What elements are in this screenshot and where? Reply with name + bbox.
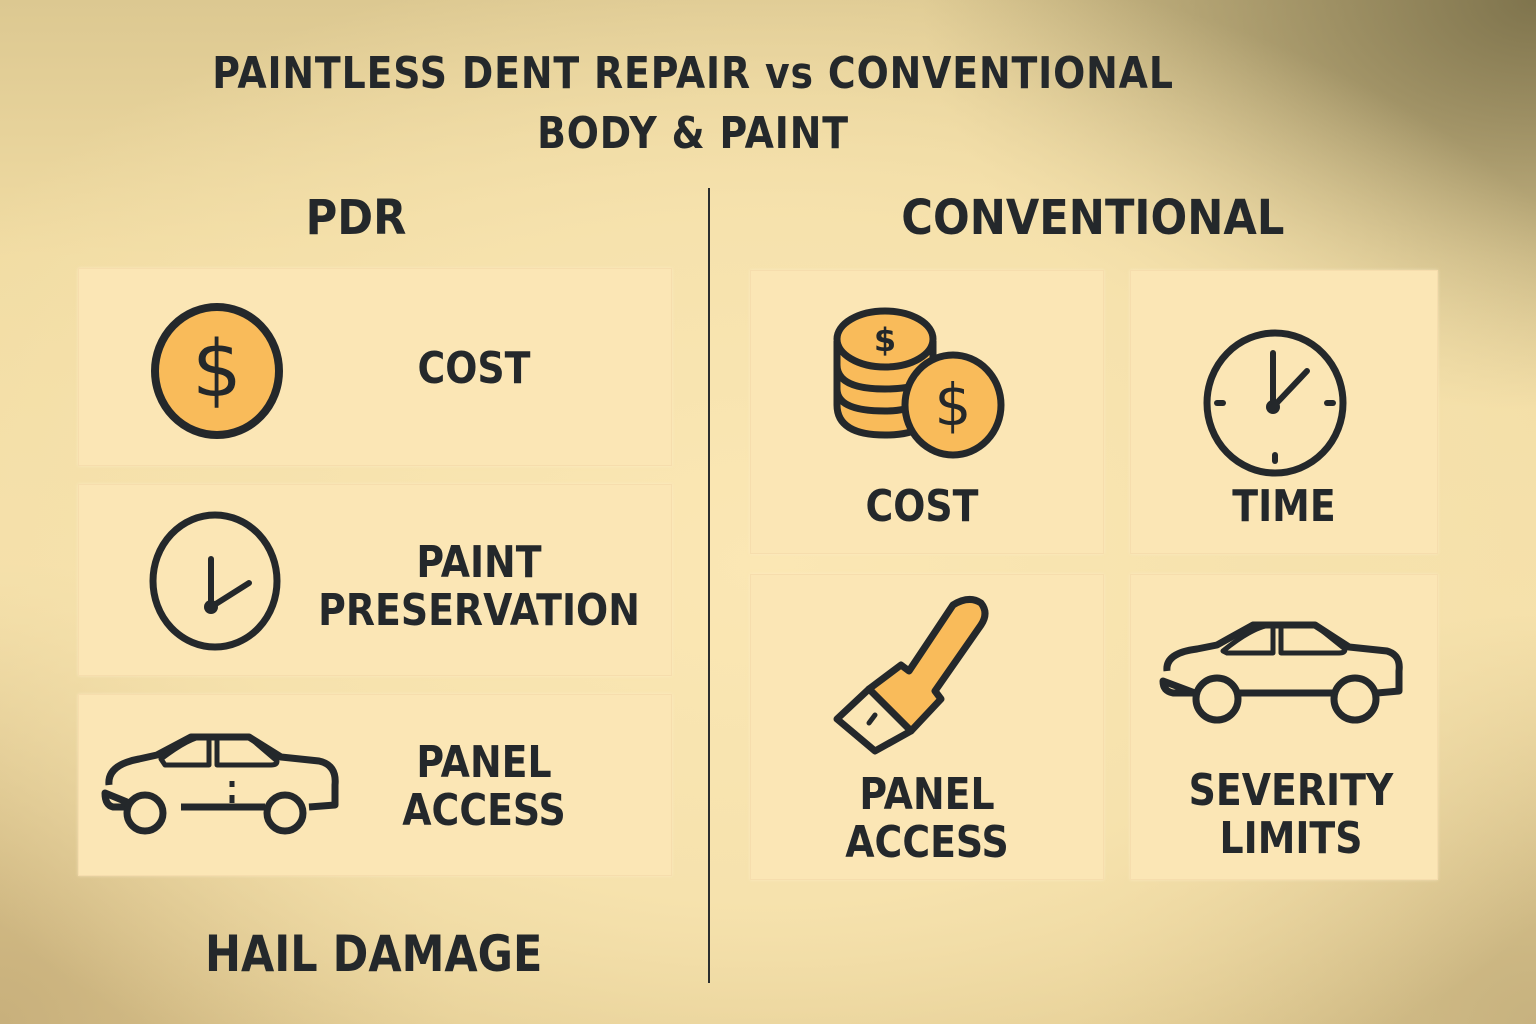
pdr-cost-label: COST: [417, 343, 531, 394]
label-line-1: SEVERITY: [1188, 765, 1394, 816]
pdr-heading: PDR: [305, 190, 407, 246]
pdr-paint-preservation-label: PAINT PRESERVATION: [316, 539, 643, 635]
conventional-panel-access-label: PANEL ACCESS: [824, 771, 1030, 867]
pdr-card-paint-preservation: PAINT PRESERVATION: [78, 484, 672, 676]
svg-text:$: $: [874, 321, 896, 359]
conventional-heading: CONVENTIONAL: [901, 190, 1285, 246]
svg-text:$: $: [192, 325, 242, 415]
label-line-2: ACCESS: [845, 817, 1009, 868]
conventional-time-label: TIME: [1232, 481, 1336, 532]
dollar-coin-icon: $: [151, 303, 283, 439]
coin-stack-icon: $ $: [833, 307, 1005, 459]
conventional-severity-limits-label: SEVERITY LIMITS: [1188, 767, 1394, 863]
label-line-2: LIMITS: [1219, 813, 1363, 864]
paintbrush-icon: [833, 596, 989, 755]
car-icon: [101, 733, 339, 835]
clock-icon: [1203, 329, 1347, 477]
clock-icon: [149, 511, 281, 651]
conventional-card-severity-limits: SEVERITY LIMITS: [1130, 574, 1438, 880]
label-line-2: ACCESS: [402, 785, 566, 836]
hail-damage-label: HAIL DAMAGE: [205, 925, 543, 983]
label-line-1: PANEL: [859, 769, 995, 820]
conventional-card-time: TIME: [1130, 270, 1438, 554]
label-line-1: PAINT: [416, 537, 542, 588]
column-divider: [708, 188, 710, 983]
pdr-card-panel-access: PANEL ACCESS: [78, 694, 672, 876]
conventional-card-panel-access: PANEL ACCESS: [750, 574, 1104, 880]
title-line-2: BODY & PAINT: [537, 108, 849, 159]
svg-text:$: $: [935, 371, 972, 439]
conventional-card-cost: $ $ COST: [750, 270, 1104, 554]
pdr-card-cost: $ COST: [78, 268, 672, 466]
label-line-1: PANEL: [416, 737, 552, 788]
label-line-2: PRESERVATION: [318, 585, 640, 636]
conventional-cost-label: COST: [865, 481, 979, 532]
car-icon: [1159, 621, 1403, 724]
pdr-panel-access-label: PANEL ACCESS: [394, 739, 575, 835]
title-line-1: PAINTLESS DENT REPAIR vs CONVENTIONAL: [212, 48, 1174, 99]
